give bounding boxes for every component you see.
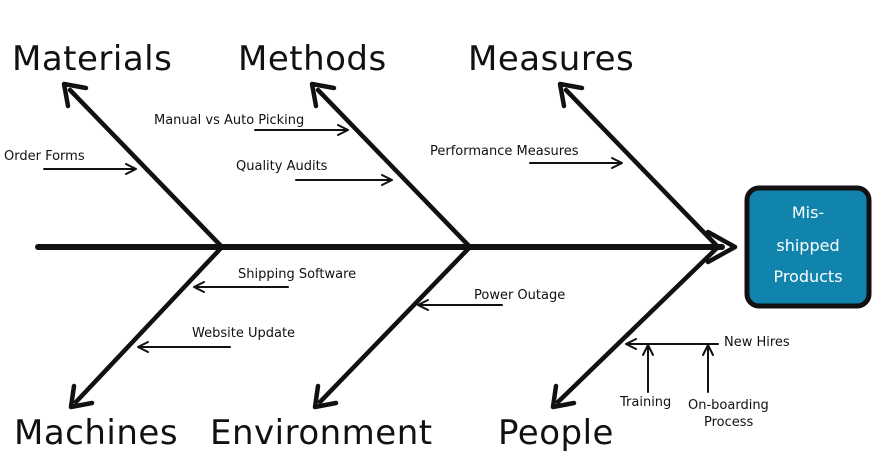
cause-training: Training bbox=[619, 395, 671, 410]
category-methods: Methods bbox=[238, 39, 387, 79]
category-materials: Materials bbox=[12, 39, 172, 79]
bone-measures bbox=[563, 87, 721, 250]
cause-manual-vs-auto-picking: Manual vs Auto Picking bbox=[154, 113, 304, 128]
bone-environment bbox=[317, 244, 473, 405]
bone-machines bbox=[73, 244, 225, 405]
effect-box-shape bbox=[744, 185, 872, 309]
cause-shipping-software: Shipping Software bbox=[238, 267, 356, 282]
arrowhead-quality-audits bbox=[381, 174, 393, 186]
cause-website-update: Website Update bbox=[192, 326, 295, 341]
effect-box: Mis- shipped Products bbox=[744, 185, 872, 309]
effect-line-2: shipped bbox=[776, 236, 839, 255]
arrowhead-measures bbox=[557, 81, 585, 109]
cause-quality-audits: Quality Audits bbox=[236, 159, 328, 174]
arrowhead-methods bbox=[309, 81, 337, 109]
category-environment: Environment bbox=[210, 413, 433, 453]
cause-performance-measures: Performance Measures bbox=[430, 144, 579, 159]
arrowhead-machines bbox=[68, 383, 95, 410]
arrowhead-performance-measures bbox=[611, 157, 623, 169]
bone-materials bbox=[67, 87, 225, 250]
arrowhead-power-outage bbox=[417, 299, 429, 311]
cause-onboarding-line1: On-boarding bbox=[688, 398, 769, 413]
category-measures: Measures bbox=[468, 39, 634, 79]
arrowhead-training bbox=[642, 344, 654, 356]
arrowhead-onboarding bbox=[702, 344, 714, 356]
arrowhead-shipping-software bbox=[193, 281, 205, 293]
arrowhead-people bbox=[550, 383, 577, 410]
arrowhead-environment bbox=[312, 383, 339, 410]
bone-methods bbox=[315, 87, 473, 250]
cause-new-hires: New Hires bbox=[724, 335, 790, 350]
category-machines: Machines bbox=[14, 413, 178, 453]
arrowhead-manual-vs-auto-picking bbox=[337, 124, 349, 136]
arrowhead-new-hires bbox=[625, 338, 637, 350]
category-people: People bbox=[498, 413, 614, 453]
arrowhead-materials bbox=[61, 81, 89, 109]
arrowhead-website-update bbox=[137, 341, 149, 353]
spine-arrowhead bbox=[705, 229, 738, 265]
effect-line-3: Products bbox=[773, 267, 842, 286]
cause-power-outage: Power Outage bbox=[474, 288, 565, 303]
bone-people bbox=[555, 244, 721, 405]
effect-line-1: Mis- bbox=[792, 203, 824, 222]
arrowhead-order-forms bbox=[125, 163, 137, 175]
cause-onboarding-line2: Process bbox=[704, 415, 754, 430]
cause-order-forms: Order Forms bbox=[4, 149, 85, 164]
